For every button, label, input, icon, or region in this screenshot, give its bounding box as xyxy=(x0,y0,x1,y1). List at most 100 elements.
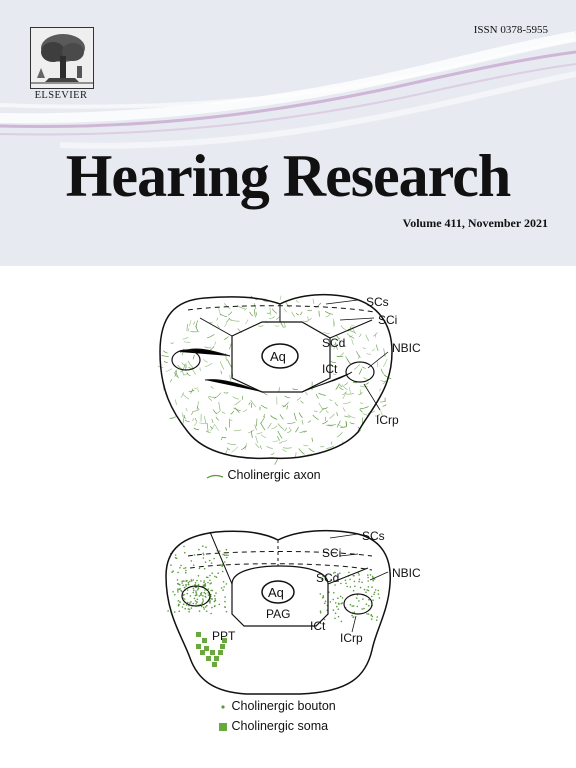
axon-fiber xyxy=(219,361,225,370)
bouton-dot xyxy=(215,576,218,578)
axon-fiber xyxy=(262,299,269,302)
axon-fiber xyxy=(227,311,233,316)
bouton-dot xyxy=(180,589,182,592)
axon-fiber xyxy=(380,400,386,403)
bouton-dot xyxy=(372,577,374,579)
axon-fiber xyxy=(216,324,220,329)
bouton-dot xyxy=(187,583,190,585)
bouton-dot xyxy=(208,559,211,562)
bouton-dot xyxy=(209,579,211,582)
bouton-dot xyxy=(367,580,370,582)
axon-fiber xyxy=(293,412,297,421)
axon-fiber xyxy=(269,307,272,316)
bouton-dot xyxy=(340,602,343,605)
axon-fiber xyxy=(234,400,241,406)
bouton-dot xyxy=(337,602,340,605)
bouton-dot xyxy=(211,589,214,592)
bouton-dot xyxy=(168,557,171,559)
bouton-dot xyxy=(373,578,376,580)
axon-fiber xyxy=(199,367,201,371)
bouton-dot xyxy=(362,598,364,600)
bouton-dot xyxy=(190,601,192,603)
bouton-dot xyxy=(196,579,198,582)
bouton-dot xyxy=(203,585,206,587)
axon-fiber xyxy=(226,447,231,451)
axon-fiber xyxy=(261,390,268,396)
axon-fiber xyxy=(282,402,289,408)
bouton-dot xyxy=(204,595,206,598)
bouton-dot xyxy=(188,608,191,611)
bouton-dot xyxy=(185,585,187,587)
bouton-dot xyxy=(203,581,205,584)
axon-fiber xyxy=(322,420,328,425)
axon-fiber xyxy=(210,425,214,430)
bouton-dot xyxy=(207,599,210,602)
bouton-dot xyxy=(371,604,373,607)
axon-fiber xyxy=(184,419,190,423)
bouton-dot xyxy=(178,588,181,590)
bouton-dot xyxy=(371,595,373,598)
bouton-dot xyxy=(363,588,366,591)
bouton-dot xyxy=(210,562,213,564)
bouton-dot xyxy=(366,589,369,591)
bouton-dot xyxy=(344,579,347,582)
bouton-dot xyxy=(198,610,201,612)
bouton-dot xyxy=(170,552,172,555)
bouton-dot xyxy=(198,595,201,597)
axon-fiber xyxy=(357,426,361,430)
journal-title: Hearing Research xyxy=(65,143,511,209)
axon-fiber xyxy=(367,410,375,414)
axon-fiber xyxy=(183,341,191,343)
bouton-dot xyxy=(334,602,337,604)
bouton-dot xyxy=(351,614,353,617)
bouton-dot xyxy=(352,589,355,592)
bouton-dot xyxy=(352,616,355,619)
bouton-dot xyxy=(205,546,207,548)
axon-fiber xyxy=(295,299,300,303)
axon-fiber xyxy=(311,437,314,442)
bouton-dot xyxy=(224,600,226,603)
bouton-dot xyxy=(319,610,322,612)
axon-fiber xyxy=(281,404,286,407)
axon-fiber xyxy=(180,369,184,373)
bouton-dot xyxy=(367,574,369,576)
bouton-dot xyxy=(367,613,370,615)
legend-soma: Cholinergic soma xyxy=(218,719,328,733)
axon-fiber xyxy=(205,430,211,433)
axon-fiber xyxy=(227,359,232,368)
bouton-dot xyxy=(201,601,204,604)
bouton-dot xyxy=(200,580,202,582)
bouton-dot xyxy=(189,602,191,604)
left-nucleus-top xyxy=(171,349,201,371)
legend-axon: Cholinergic axon xyxy=(206,468,321,482)
bouton-dot xyxy=(353,611,356,613)
axon-fiber xyxy=(318,310,320,317)
axon-fiber xyxy=(223,303,231,309)
axon-fiber xyxy=(255,443,260,449)
soma-square xyxy=(204,646,209,651)
axon-fiber xyxy=(373,332,378,337)
axon-fiber xyxy=(257,325,264,327)
bouton-dot xyxy=(197,604,200,607)
bouton-dot xyxy=(223,586,225,588)
axon-fiber xyxy=(283,321,286,328)
axon-fiber xyxy=(237,328,243,333)
axon-fiber xyxy=(266,446,273,449)
bouton-dot xyxy=(179,601,181,603)
bouton-dot xyxy=(177,571,179,574)
bouton-dot xyxy=(326,604,329,607)
bouton-dot xyxy=(377,589,380,592)
soma-square xyxy=(214,656,219,661)
bouton-dot xyxy=(185,580,188,582)
axon-fiber xyxy=(371,348,375,352)
bouton-dot xyxy=(365,603,368,605)
axon-fiber xyxy=(169,416,177,419)
axon-fiber xyxy=(298,412,303,418)
bouton-dot xyxy=(186,589,189,591)
axon-fiber xyxy=(346,358,352,365)
bouton-dot xyxy=(375,619,378,621)
bouton-dot xyxy=(194,583,196,586)
axon-fiber xyxy=(228,343,232,350)
axon-fiber xyxy=(220,436,223,441)
axon-fiber xyxy=(279,414,284,420)
